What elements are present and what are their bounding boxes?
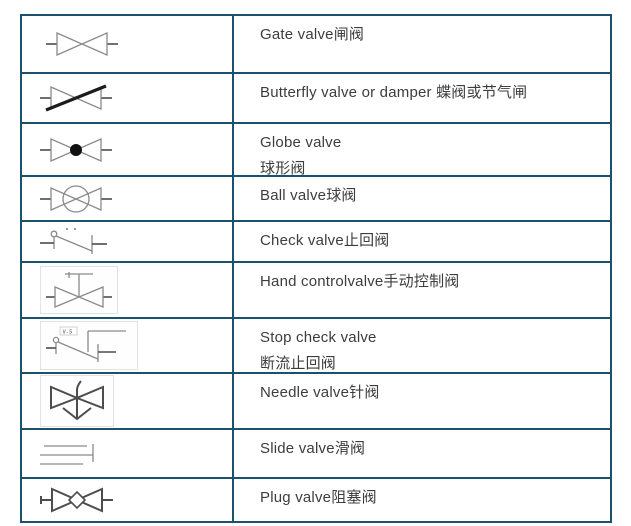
symbol-cell — [22, 16, 234, 72]
label-cell: Slide valve滑阀 — [234, 430, 610, 477]
symbol-image-frame: V-5 — [40, 321, 138, 370]
valve-label: Slide valve滑阀 — [260, 440, 366, 457]
table-row: Needle valve针阀 — [22, 374, 610, 430]
stop-check-valve-symbol: V-5 — [46, 326, 126, 362]
valve-label: Stop check valve — [260, 329, 377, 346]
table-row: Globe valve 球形阀 — [22, 124, 610, 177]
symbol-cell — [22, 374, 234, 428]
label-cell: Check valve止回阀 — [234, 222, 610, 261]
symbol-cell — [22, 222, 234, 261]
plug-valve-symbol — [40, 487, 113, 513]
label-cell: Butterfly valve or damper 蝶阀或节气闸 — [234, 74, 610, 122]
ball-valve-symbol — [40, 184, 112, 213]
globe-valve-symbol — [40, 137, 112, 162]
table-row: V-5 Stop check valve 断流止回阀 — [22, 319, 610, 374]
label-cell: Gate valve闸阀 — [234, 16, 610, 72]
needle-valve-symbol — [50, 380, 104, 421]
hand-control-valve-symbol — [46, 272, 112, 308]
table-row: Plug valve阻塞阀 — [22, 479, 610, 521]
label-cell: Hand controlvalve手动控制阀 — [234, 263, 610, 317]
valve-label: 球形阀 — [260, 160, 306, 177]
label-cell: Globe valve 球形阀 — [234, 124, 610, 177]
valve-label: Gate valve闸阀 — [260, 26, 365, 43]
symbol-cell: V-5 — [22, 319, 234, 372]
symbol-image-frame — [40, 375, 114, 427]
valve-label: Needle valve针阀 — [260, 384, 380, 401]
symbol-cell — [22, 177, 234, 220]
gate-valve-symbol — [46, 32, 118, 56]
symbol-cell — [22, 124, 234, 175]
symbol-image-frame — [40, 266, 118, 314]
table-row: Check valve止回阀 — [22, 222, 610, 263]
valve-label: 断流止回阀 — [260, 355, 337, 372]
table-row: Ball valve球阀 — [22, 177, 610, 222]
label-cell: Needle valve针阀 — [234, 374, 610, 428]
symbol-cell — [22, 74, 234, 122]
valve-label: Ball valve球阀 — [260, 187, 357, 204]
valve-symbol-table: Gate valve闸阀 Butterfly valve or damper 蝶… — [20, 14, 612, 523]
label-cell: Ball valve球阀 — [234, 177, 610, 220]
valve-label: Plug valve阻塞阀 — [260, 489, 377, 506]
symbol-cell — [22, 263, 234, 317]
table-row: Butterfly valve or damper 蝶阀或节气闸 — [22, 74, 610, 124]
table-row: Slide valve滑阀 — [22, 430, 610, 479]
valve-label: Hand controlvalve手动控制阀 — [260, 273, 460, 290]
valve-tag-label: V-5 — [63, 330, 73, 336]
table-row: Gate valve闸阀 — [22, 16, 610, 74]
valve-label: Globe valve — [260, 134, 342, 151]
check-valve-symbol — [40, 227, 107, 254]
table-row: Hand controlvalve手动控制阀 — [22, 263, 610, 319]
butterfly-valve-symbol — [40, 84, 112, 112]
label-cell: Plug valve阻塞阀 — [234, 479, 610, 521]
valve-label: Check valve止回阀 — [260, 232, 390, 249]
symbol-cell — [22, 479, 234, 521]
slide-valve-symbol — [40, 443, 94, 465]
valve-label: Butterfly valve or damper 蝶阀或节气闸 — [260, 84, 528, 101]
symbol-cell — [22, 430, 234, 477]
label-cell: Stop check valve 断流止回阀 — [234, 319, 610, 372]
